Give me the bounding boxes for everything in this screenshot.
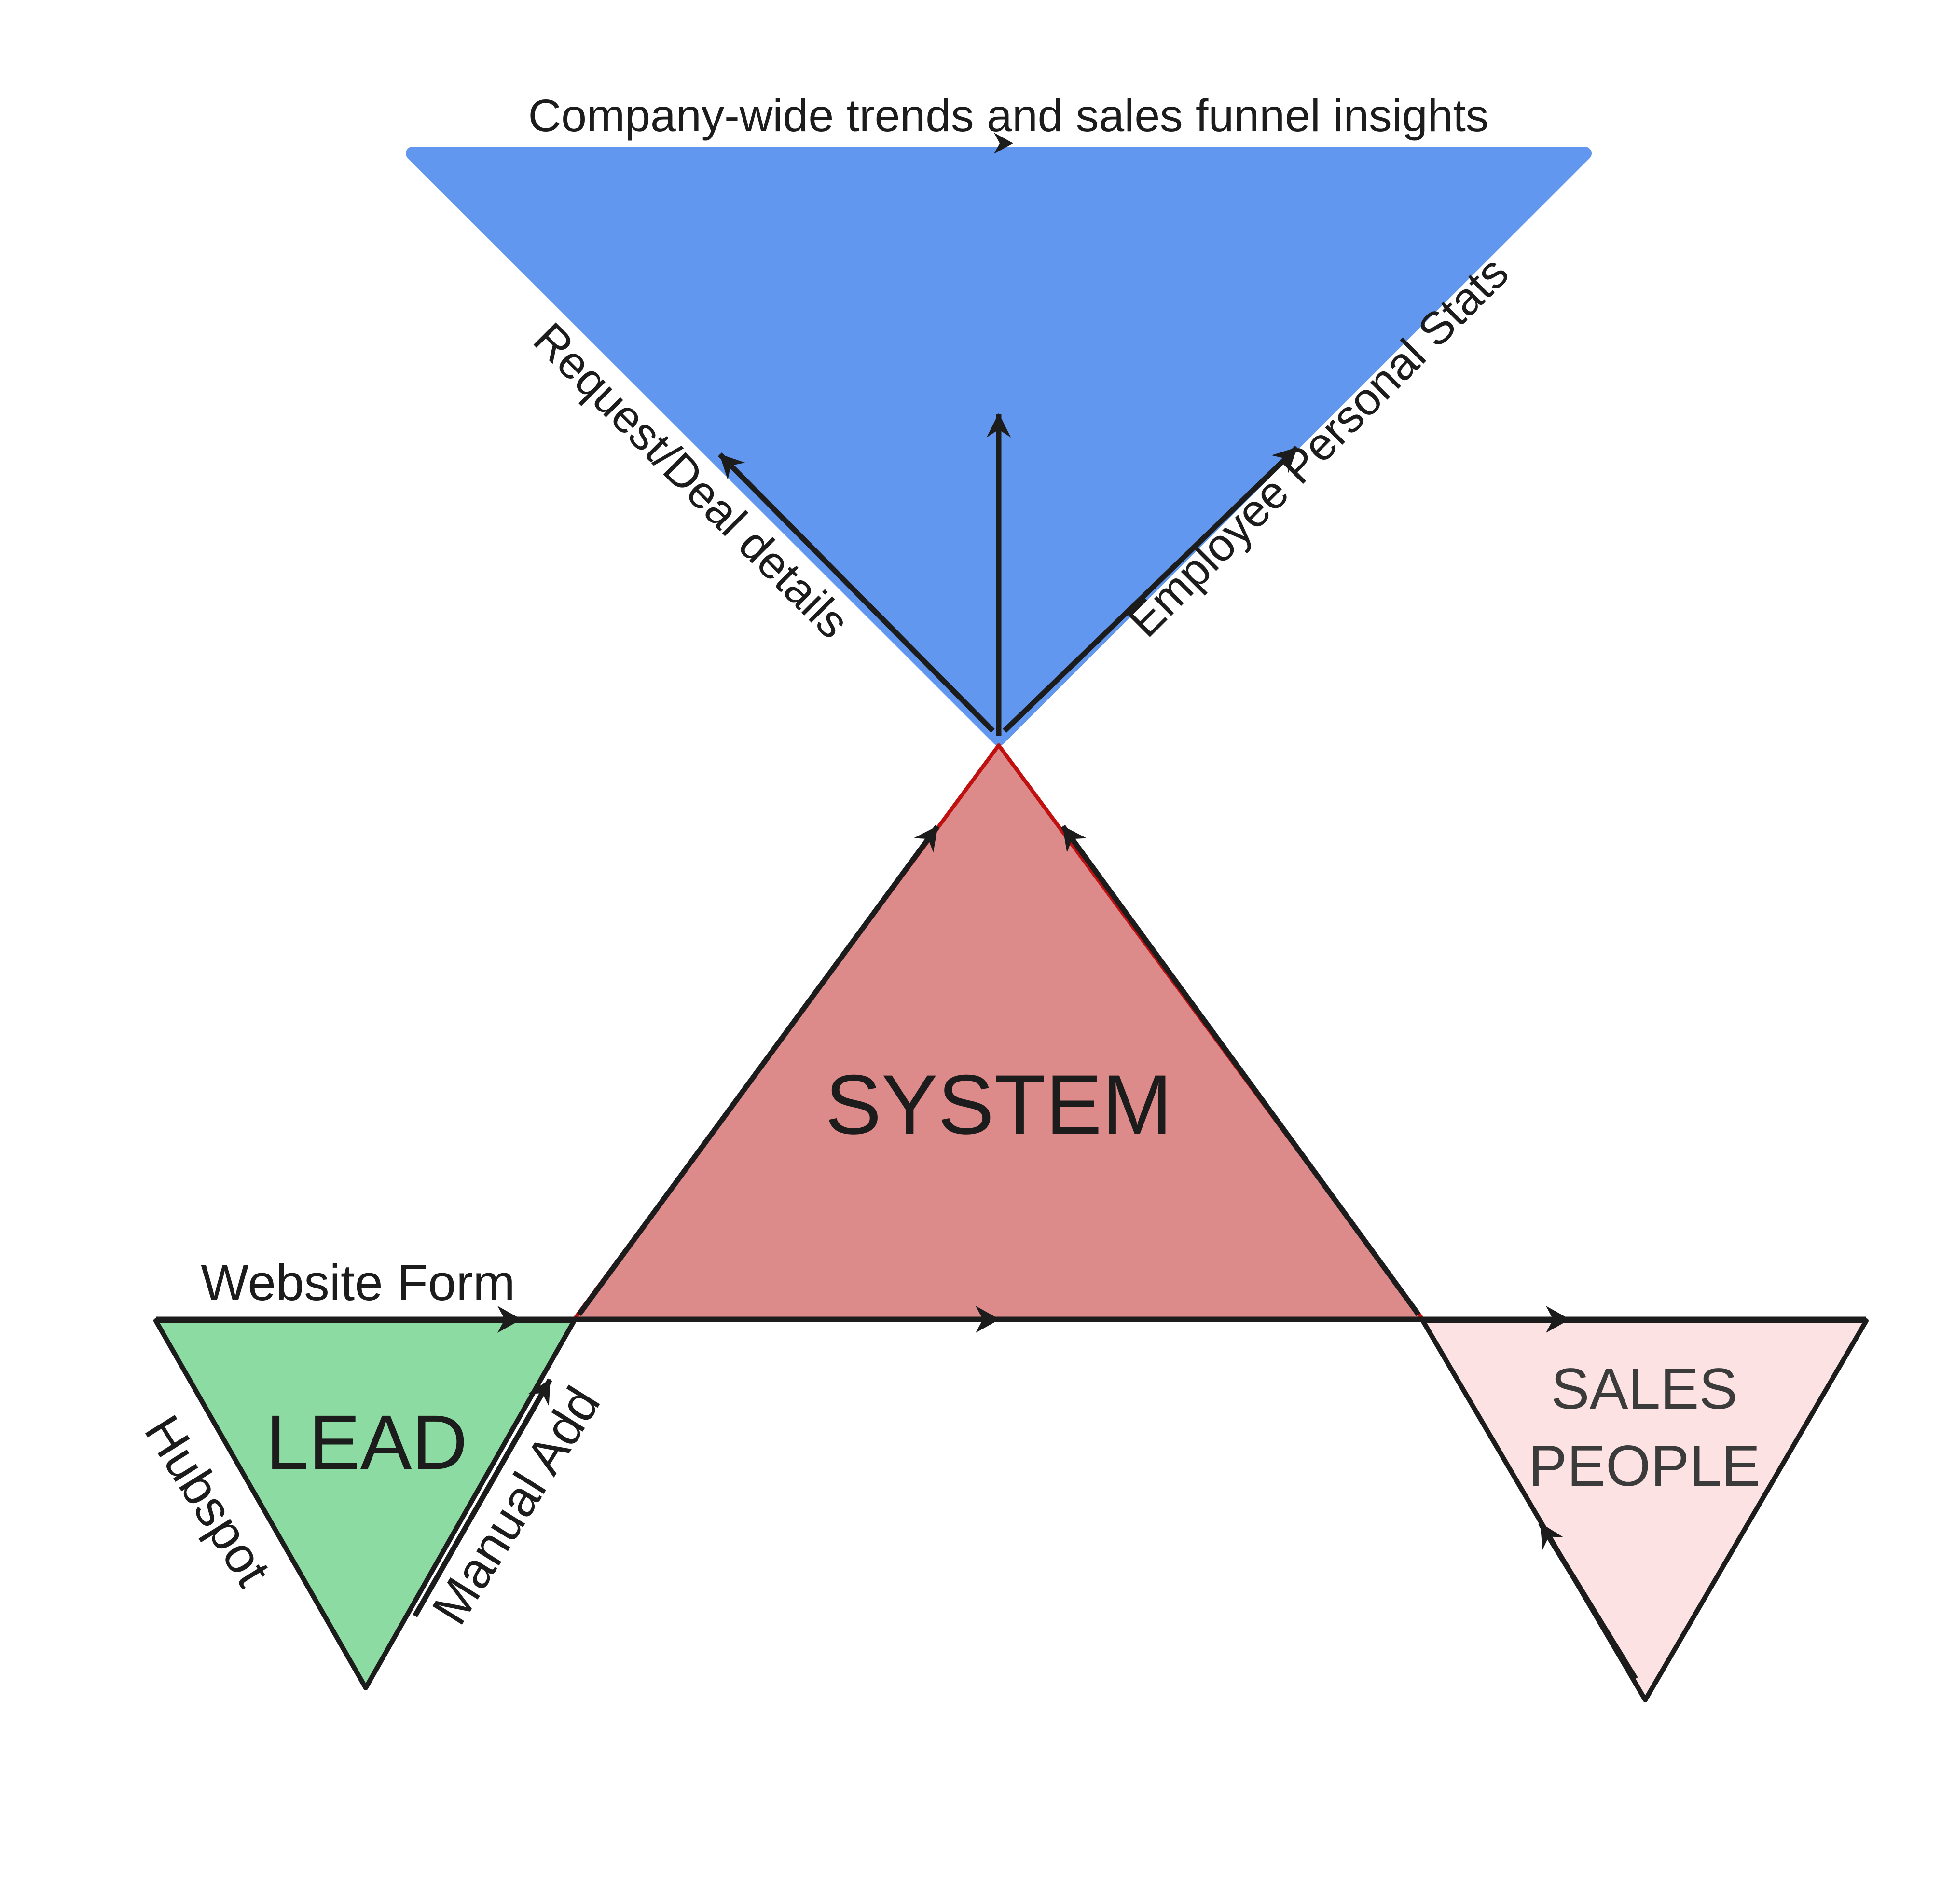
system-triangle: [572, 743, 1425, 1321]
system-left-edge-arrow: [577, 824, 940, 1316]
manual-add-arrow: [413, 1378, 552, 1617]
website-form-arrowhead: [497, 1306, 522, 1333]
website-form-label: Website Form: [201, 1255, 515, 1311]
system-right-edge-arrow: [1060, 824, 1421, 1316]
sales-up-arrow: [1538, 1522, 1638, 1680]
sales-top-arrowhead: [1546, 1306, 1570, 1333]
sales-people-label-line2: PEOPLE: [1528, 1434, 1760, 1498]
request-deal-arrow: [718, 452, 995, 733]
sales-people-label-line1: SALES: [1551, 1356, 1738, 1421]
lead-label: LEAD: [266, 1399, 468, 1485]
flow-title-arrowhead: [994, 133, 1013, 154]
employee-stats-arrow: [1003, 446, 1299, 733]
system-label: SYSTEM: [825, 1058, 1172, 1152]
system-to-sales-arrowhead: [976, 1306, 1000, 1333]
flow-title-label: Company-wide trends and sales funnel ins…: [528, 90, 1489, 141]
